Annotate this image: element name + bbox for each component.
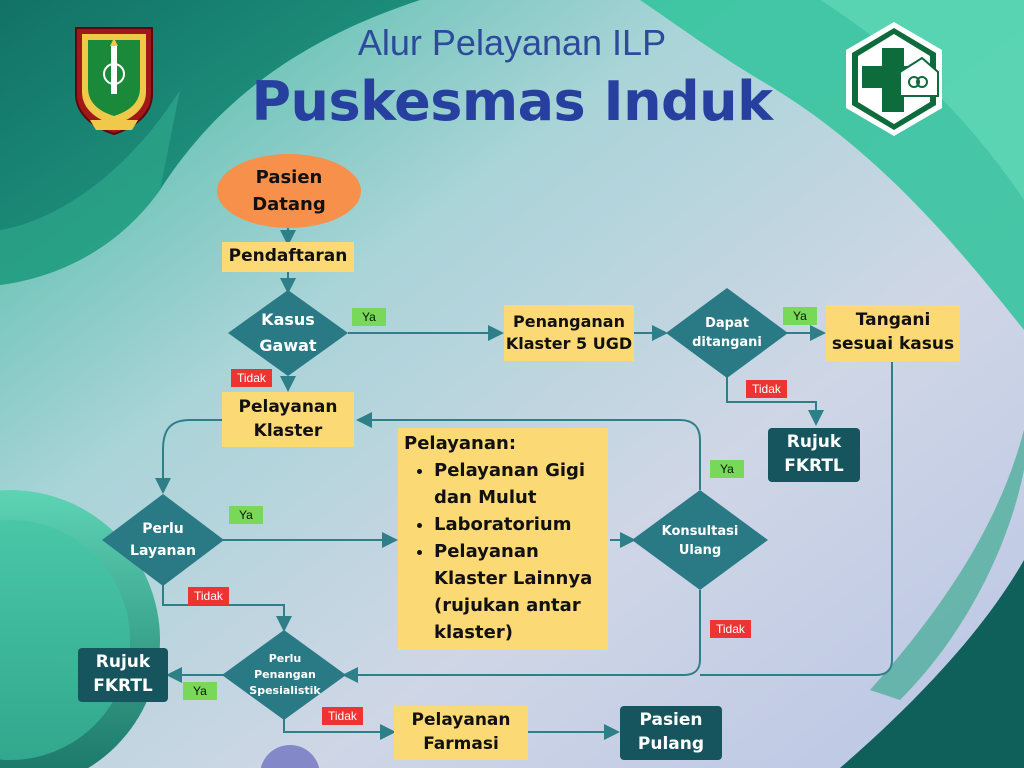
dapat-ditangani-label: Dapat ditangani: [692, 315, 762, 351]
rujuk-fkrtl-box-1[interactable]: Rujuk FKRTL: [768, 428, 860, 482]
ya-tag: Ya: [783, 307, 817, 325]
tidak-tag: Tidak: [746, 380, 787, 398]
tidak-tag: Tidak: [710, 620, 751, 638]
tidak-tag: Tidak: [322, 707, 363, 725]
pasien-datang-label: Pasien Datang: [252, 167, 326, 215]
rujuk-fkrtl-box-2[interactable]: Rujuk FKRTL: [78, 648, 168, 702]
ya-tag: Ya: [710, 460, 744, 478]
page-subtitle: Alur Pelayanan ILP: [357, 22, 667, 63]
pelayanan-farmasi-box[interactable]: Pelayanan Farmasi: [394, 706, 528, 760]
city-emblem-logo: [75, 27, 153, 136]
diamond-perlu-spesialistik: [222, 630, 346, 720]
tangani-sesuai-kasus-box[interactable]: Tangani sesuai kasus: [826, 305, 960, 361]
services-heading: Pelayanan:: [404, 433, 517, 454]
diamond-dapat-ditangani: [666, 288, 788, 378]
diamond-kasus-gawat: [228, 290, 348, 376]
tidak-tag: Tidak: [231, 369, 272, 387]
page-title: Puskesmas Induk: [251, 70, 773, 133]
konsultasi-ulang-label: Konsultasi Ulang: [661, 523, 739, 559]
services-list-box: Pelayanan: Pelayanan Gigi dan Mulut Labo…: [398, 428, 608, 650]
pelayanan-klaster-box[interactable]: Pelayanan Klaster: [222, 392, 354, 447]
diamond-perlu-layanan: [102, 494, 224, 586]
diamond-konsultasi-ulang: [632, 490, 768, 590]
perlu-spesialistik-label: Perlu Penangan Spesialistik: [249, 652, 321, 697]
penanganan-klaster5-box[interactable]: Penanganan Klaster 5 UGD: [504, 305, 634, 361]
tidak-tag: Tidak: [188, 587, 229, 605]
pasien-pulang-box[interactable]: Pasien Pulang: [620, 706, 722, 760]
pendaftaran-box[interactable]: Pendaftaran: [222, 242, 354, 272]
kasus-gawat-label: Kasus Gawat: [259, 310, 317, 355]
service-item: Laboratorium: [434, 511, 602, 538]
ya-tag: Ya: [229, 506, 263, 524]
puskesmas-logo: [846, 22, 942, 136]
service-item: Pelayanan Klaster Lainnya (rujukan antar…: [434, 538, 602, 646]
ya-tag: Ya: [183, 682, 217, 700]
perlu-layanan-label: Perlu Layanan: [130, 520, 196, 559]
service-item: Pelayanan Gigi dan Mulut: [434, 457, 602, 511]
ya-tag: Ya: [352, 308, 386, 326]
start-oval: [217, 154, 361, 228]
